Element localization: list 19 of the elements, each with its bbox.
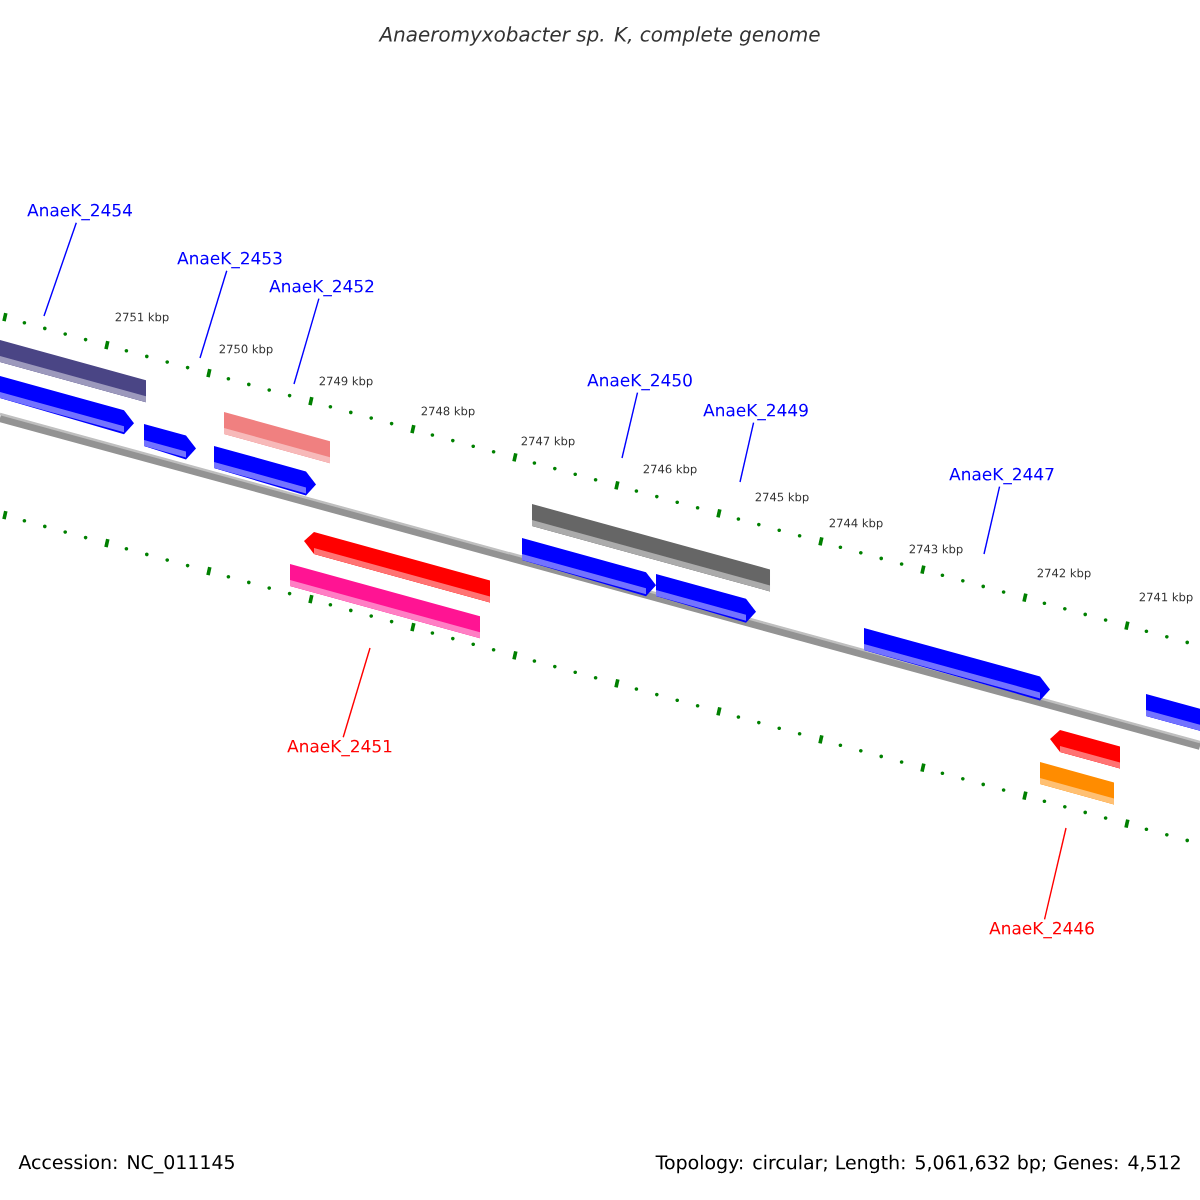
- gene-label: AnaeK_2450: [587, 373, 692, 391]
- leader-line: [1043, 827, 1067, 921]
- gene-label: AnaeK_2449: [703, 403, 808, 421]
- gene-label: AnaeK_2454: [27, 203, 132, 221]
- leader-line: [43, 222, 77, 317]
- leader-line: [342, 647, 371, 739]
- gene-label: AnaeK_2446: [989, 921, 1094, 939]
- gene-label: AnaeK_2451: [287, 739, 392, 757]
- accession-text: Accession: NC_011145: [18, 1154, 234, 1174]
- leader-line: [621, 392, 639, 459]
- title: Anaeromyxobacter sp. K, complete genome: [378, 26, 820, 46]
- genome-summary-text: Topology: circular; Length: 5,061,632 bp; Genes: 4,512: [655, 1154, 1180, 1174]
- gene-label: AnaeK_2452: [269, 279, 374, 297]
- gene-label: AnaeK_2447: [949, 467, 1054, 485]
- leader-line: [293, 298, 320, 385]
- leader-line: [983, 486, 1001, 555]
- leader-line: [199, 270, 228, 359]
- gene-label: AnaeK_2453: [177, 251, 282, 269]
- leader-line: [739, 422, 755, 483]
